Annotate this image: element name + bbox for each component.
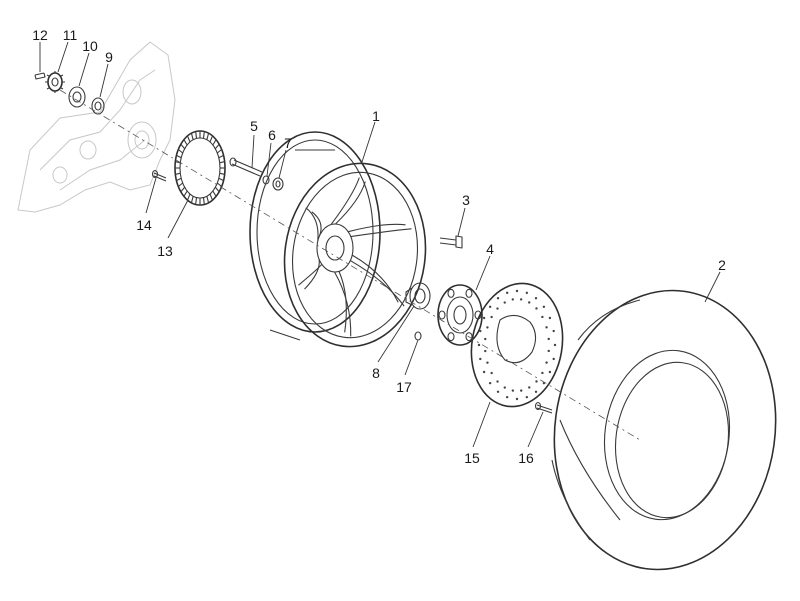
callout-10: 10 — [82, 38, 98, 54]
tone-ring-teeth — [175, 131, 225, 205]
callout-labels: 1 2 3 4 5 6 7 8 9 10 11 12 13 14 15 16 1… — [32, 27, 726, 466]
rim-spokes — [298, 177, 412, 337]
callout-7: 7 — [284, 135, 292, 151]
seal-9 — [91, 97, 105, 115]
brake-disc-holes — [477, 289, 557, 401]
callout-2: 2 — [718, 257, 726, 273]
washer-7 — [272, 177, 284, 191]
leader-lines — [39, 41, 721, 448]
bolt-5 — [229, 157, 263, 177]
swingarm-frame — [17, 41, 176, 213]
screw-14 — [151, 169, 167, 182]
hub-carrier-4 — [437, 284, 483, 346]
callout-5: 5 — [250, 118, 258, 134]
spacer-8 — [405, 282, 431, 310]
brake-disc-15 — [470, 282, 564, 408]
callout-8: 8 — [372, 365, 380, 381]
callout-15: 15 — [464, 450, 480, 466]
assembly-axis — [59, 89, 641, 441]
tone-ring-13 — [174, 130, 226, 206]
callout-12: 12 — [32, 27, 48, 43]
screw-16 — [534, 401, 553, 414]
callout-3: 3 — [462, 192, 470, 208]
callout-13: 13 — [157, 243, 173, 259]
callout-9: 9 — [105, 49, 113, 65]
rim-1 — [249, 131, 427, 348]
callout-1: 1 — [372, 108, 380, 124]
speedo-gear-11 — [45, 71, 65, 93]
callout-16: 16 — [518, 450, 534, 466]
nut-17 — [414, 331, 422, 341]
bushing-10 — [68, 86, 86, 108]
callout-14: 14 — [136, 217, 152, 233]
pin-12 — [34, 72, 46, 80]
washer-6 — [262, 175, 270, 185]
tyre-2 — [551, 289, 777, 571]
callout-11: 11 — [63, 27, 78, 43]
callout-6: 6 — [268, 127, 276, 143]
callout-4: 4 — [486, 241, 494, 257]
bolt-3 — [439, 235, 463, 249]
callout-17: 17 — [396, 379, 412, 395]
